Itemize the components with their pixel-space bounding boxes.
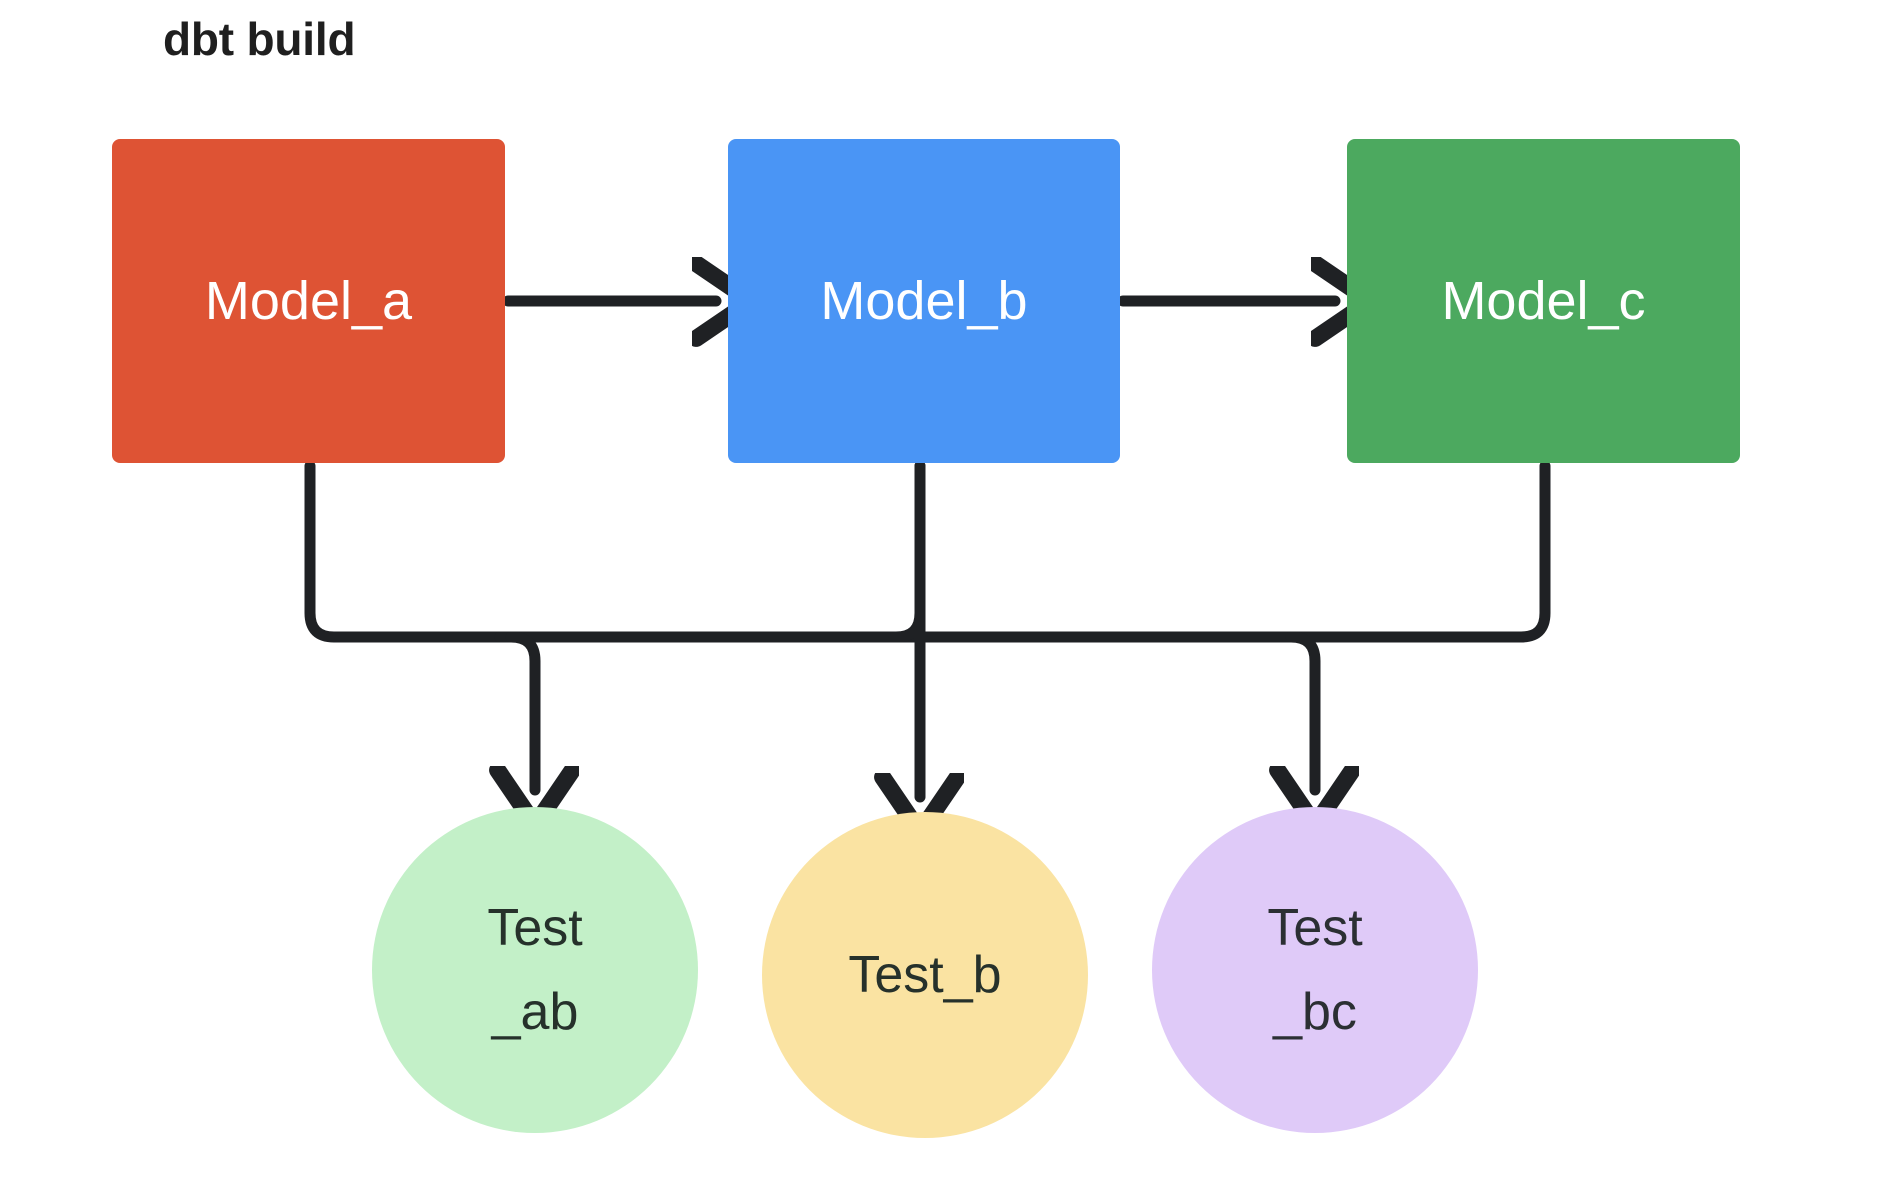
node-model-a-label: Model_a <box>204 271 413 331</box>
node-test-bc[interactable]: Test _bc <box>1152 807 1478 1133</box>
node-model-b-label: Model_b <box>820 271 1028 331</box>
edge-bus-to-test-bc <box>1291 631 1315 790</box>
node-test-b-label: Test_b <box>848 945 1002 1004</box>
node-test-ab-label: Test _ab <box>487 898 583 1041</box>
edge-model-c-to-bus <box>929 460 1551 643</box>
node-model-c[interactable]: Model_c <box>1347 139 1740 463</box>
node-test-ab[interactable]: Test _ab <box>372 807 698 1133</box>
node-model-c-label: Model_c <box>1441 271 1646 331</box>
node-model-b[interactable]: Model_b <box>728 139 1120 463</box>
page-title: dbt build <box>163 13 356 65</box>
node-test-bc-label: Test _bc <box>1267 898 1363 1041</box>
edge-bus-to-test-ab <box>511 631 535 790</box>
edge-model-b-to-bus-left <box>494 460 926 643</box>
node-test-b[interactable]: Test_b <box>762 812 1088 1138</box>
node-model-a[interactable]: Model_a <box>112 139 505 463</box>
edge-model-a-to-bus <box>304 460 926 643</box>
